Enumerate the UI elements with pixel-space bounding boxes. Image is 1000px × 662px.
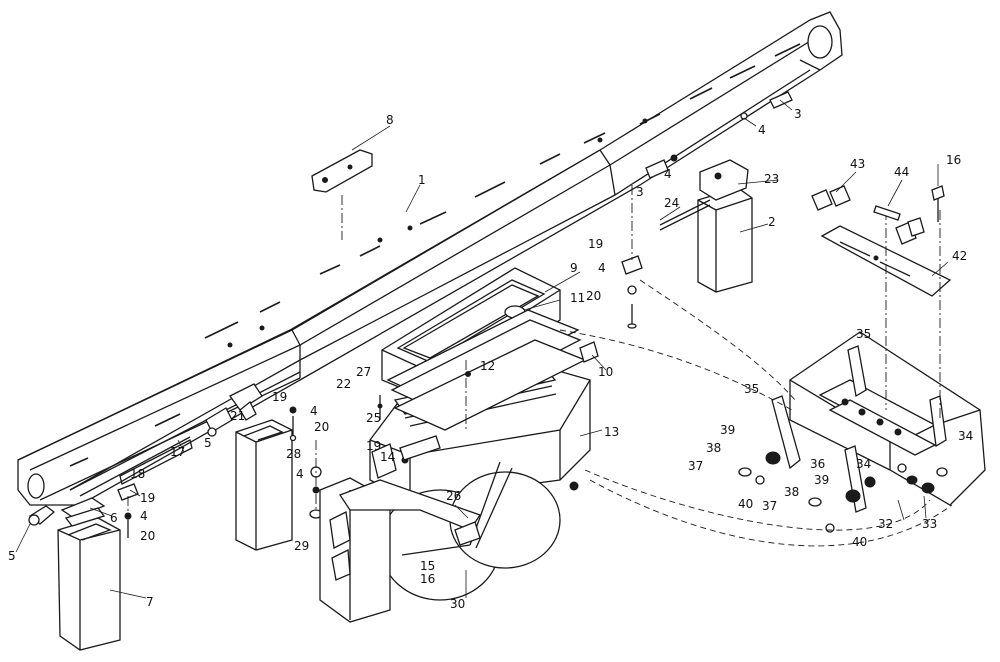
- cross-beam: [17, 11, 843, 506]
- callout-20a: 20: [586, 289, 601, 303]
- callout-16b: 16: [946, 153, 961, 167]
- callout-35a: 35: [856, 327, 871, 341]
- callout-12: 12: [480, 359, 495, 373]
- callout-4f: 4: [140, 509, 148, 523]
- plate-42: [820, 210, 952, 420]
- callout-5a: 5: [204, 436, 212, 450]
- assembly-dashed-lines: [127, 185, 953, 547]
- callout-26: 26: [446, 489, 461, 503]
- callout-36: 36: [810, 457, 825, 471]
- callout-5b: 5: [8, 549, 16, 563]
- callout-4c: 4: [598, 261, 606, 275]
- callout-4d: 4: [310, 404, 318, 418]
- right-leg-2: [697, 159, 753, 293]
- stiffener-rod: [69, 371, 301, 491]
- callout-34a: 34: [958, 429, 973, 443]
- foot-fittings: [28, 383, 263, 538]
- callout-17: 17: [170, 445, 185, 459]
- callout-14: 14: [380, 450, 395, 464]
- callout-21: 21: [230, 409, 245, 423]
- callout-33: 33: [922, 517, 937, 531]
- callout-10: 10: [598, 365, 613, 379]
- callout-35b: 35: [744, 382, 759, 396]
- callout-2: 2: [768, 215, 776, 229]
- fasteners-mid: [289, 395, 383, 519]
- callout-4e: 4: [296, 467, 304, 481]
- callout-32: 32: [878, 517, 893, 531]
- callout-39b: 39: [814, 473, 829, 487]
- callout-4a: 4: [758, 123, 766, 137]
- callout-8: 8: [386, 113, 394, 127]
- part-number-callouts: 1 2 3 3 4 4 4 4 4 4 5 5 6 7 8 9 10 11 12…: [8, 107, 973, 611]
- callout-40b: 40: [852, 535, 867, 549]
- callout-19b: 19: [366, 439, 381, 453]
- callout-30: 30: [450, 597, 465, 611]
- callout-37b: 37: [762, 499, 777, 513]
- callout-22: 22: [336, 377, 351, 391]
- callout-42: 42: [952, 249, 967, 263]
- callout-4b: 4: [664, 167, 672, 181]
- callout-25: 25: [366, 411, 381, 425]
- fasteners-right: [621, 91, 793, 329]
- callout-38b: 38: [784, 485, 799, 499]
- leader-lines: [15, 99, 949, 599]
- callout-37a: 37: [688, 459, 703, 473]
- callout-3b: 3: [636, 185, 644, 199]
- callout-38a: 38: [706, 441, 721, 455]
- right-bracket-assembly: [738, 331, 986, 533]
- callout-28: 28: [286, 447, 301, 461]
- callout-23: 23: [764, 172, 779, 186]
- callout-7: 7: [146, 595, 154, 609]
- callout-3a: 3: [794, 107, 802, 121]
- callout-27: 27: [356, 365, 371, 379]
- callout-19a: 19: [272, 390, 287, 404]
- callout-13: 13: [604, 425, 619, 439]
- filter-frame-9: [381, 267, 599, 431]
- left-leg-7: [57, 517, 121, 651]
- callout-39a: 39: [720, 423, 735, 437]
- bracket-8: [311, 149, 373, 240]
- callout-40a: 40: [738, 497, 753, 511]
- callout-44: 44: [894, 165, 909, 179]
- callout-19d: 19: [140, 491, 155, 505]
- mid-leg-29: [235, 419, 293, 551]
- callout-43: 43: [850, 157, 865, 171]
- callout-20b: 20: [314, 420, 329, 434]
- callout-6: 6: [110, 511, 118, 525]
- callout-1: 1: [418, 173, 426, 187]
- callout-34b: 34: [856, 457, 871, 471]
- callout-15: 15: [420, 559, 435, 573]
- callout-19c: 19: [588, 237, 603, 251]
- callout-18: 18: [130, 467, 145, 481]
- callout-24: 24: [664, 196, 679, 210]
- callout-9: 9: [570, 261, 578, 275]
- callout-29: 29: [294, 539, 309, 553]
- callout-16a: 16: [420, 572, 435, 586]
- clips-43-44: [811, 185, 945, 245]
- callout-11: 11: [570, 291, 585, 305]
- callout-20c: 20: [140, 529, 155, 543]
